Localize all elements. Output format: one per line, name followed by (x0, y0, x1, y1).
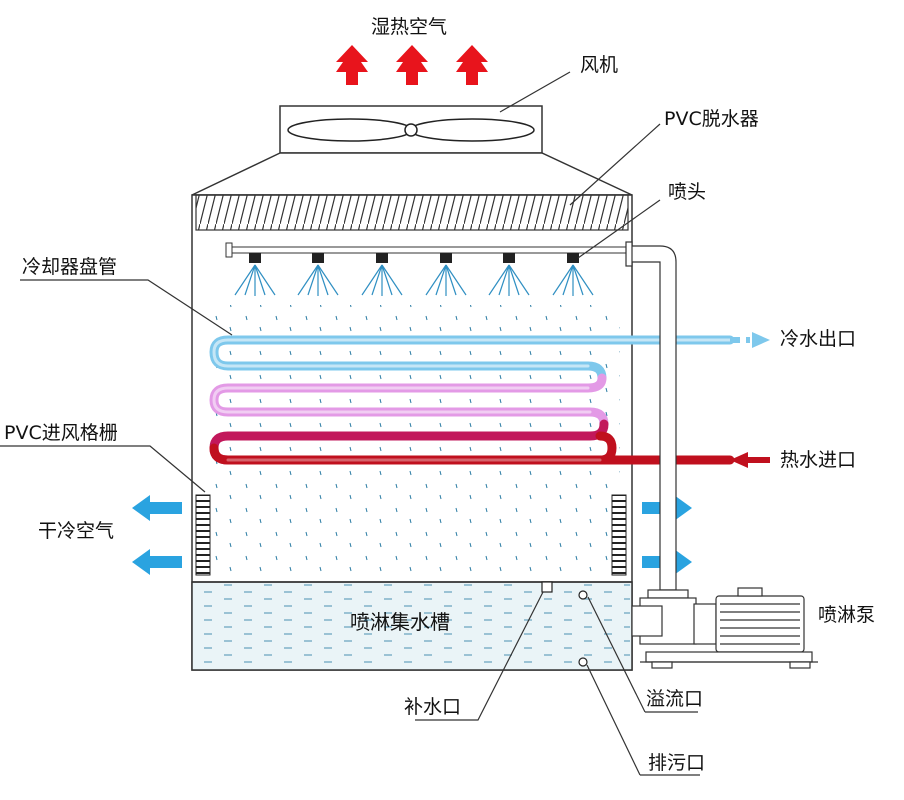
cooler-coil (209, 335, 735, 465)
hot-air-arrow-icon (336, 45, 368, 85)
nozzle-icon (297, 253, 339, 296)
fan-housing (191, 105, 633, 196)
leader-lines (0, 71, 700, 776)
nozzle-icon (552, 253, 594, 296)
label-dry-cold-air: 干冷空气 (38, 520, 115, 542)
pvc-eliminator (195, 194, 629, 231)
nozzle-icon (488, 253, 530, 296)
cold-air-arrow-icon (132, 495, 182, 521)
label-cold-water-outlet: 冷水出口 (780, 328, 857, 350)
label-spray-pump: 喷淋泵 (818, 604, 876, 626)
inlet-louver-left (195, 494, 211, 576)
hot-air-arrow-icon (396, 45, 428, 85)
label-spray-basin: 喷淋集水槽 (350, 610, 450, 634)
label-pvc-eliminator: PVC脱水器 (664, 108, 759, 130)
label-nozzle: 喷头 (668, 181, 707, 203)
label-makeup-water-inlet: 补水口 (404, 696, 462, 718)
label-fan: 风机 (580, 54, 619, 76)
drain-fitting-icon (578, 657, 588, 667)
hot-air-arrows (336, 45, 488, 85)
makeup-water-fitting-icon (541, 581, 553, 593)
nozzles (234, 253, 594, 296)
nozzle-icon (234, 253, 276, 296)
spray-basin (191, 581, 633, 671)
label-drain-outlet: 排污口 (648, 752, 706, 774)
inlet-louver-right (611, 494, 627, 576)
label-cooler-coil: 冷却器盘管 (22, 256, 118, 278)
hot-water-inlet-arrow (730, 452, 770, 468)
overflow-fitting-icon (578, 590, 588, 600)
nozzle-icon (361, 253, 403, 296)
spray-pump-icon (631, 587, 818, 669)
label-hot-water-inlet: 热水进口 (780, 449, 857, 471)
nozzle-icon (425, 253, 467, 296)
cold-water-outlet-arrow (730, 332, 770, 348)
label-pvc-inlet-louver: PVC进风格栅 (4, 422, 118, 444)
hot-air-arrow-icon (456, 45, 488, 85)
riser-pipe (625, 241, 697, 645)
fan-icon (287, 118, 535, 142)
label-overflow-outlet: 溢流口 (646, 688, 704, 710)
label-humid-hot-air: 湿热空气 (371, 16, 448, 38)
cold-air-arrow-icon (132, 549, 182, 575)
